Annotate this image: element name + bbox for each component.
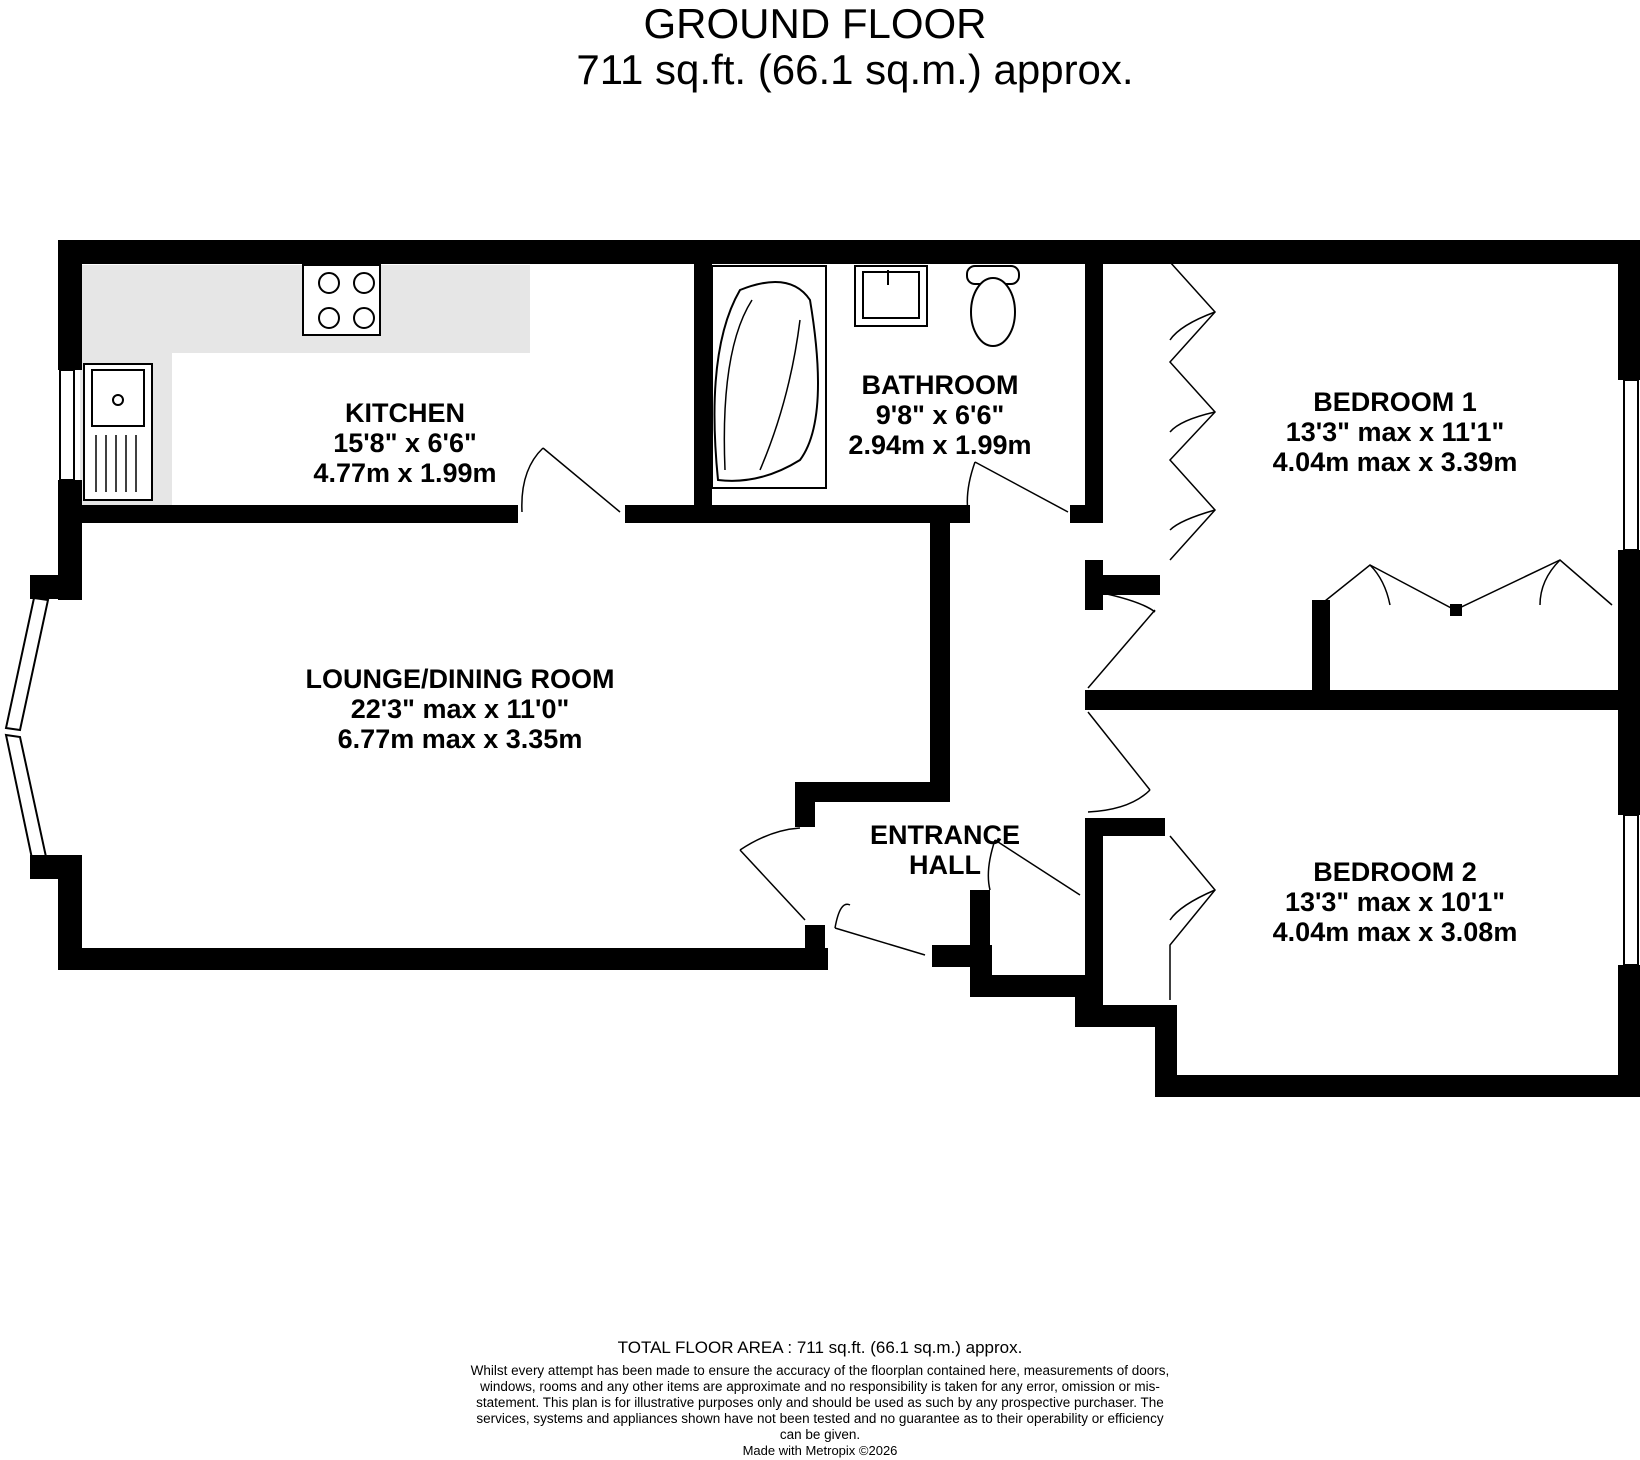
total-floor-area: TOTAL FLOOR AREA : 711 sq.ft. (66.1 sq.m… (617, 1338, 1023, 1357)
room-size-metric-kitchen: 4.77m x 1.99m (313, 458, 497, 488)
room-label-bedroom-1: BEDROOM 1 13'3" max x 11'1" 4.04m max x … (1235, 387, 1555, 477)
windows (59, 369, 1639, 966)
floor-area-subtitle: 711 sq.ft. (66.1 sq.m.) approx. (576, 46, 1134, 93)
room-label-lounge: LOUNGE/DINING ROOM 22'3" max x 11'0" 6.7… (270, 664, 650, 754)
floor-title: GROUND FLOOR (643, 0, 987, 47)
room-name-hall-line1: ENTRANCE (869, 820, 1020, 850)
credit-text: Made with Metropix ©2026 (742, 1443, 898, 1458)
room-name-hall-line2: HALL (909, 850, 981, 880)
toilet-icon (966, 265, 1020, 347)
sink-icon (83, 363, 153, 501)
room-size-imperial-kitchen: 15'8" x 6'6" (333, 428, 477, 458)
room-label-bedroom-2: BEDROOM 2 13'3" max x 10'1" 4.04m max x … (1235, 857, 1555, 947)
room-size-metric-lounge: 6.77m max x 3.35m (337, 724, 583, 754)
wardrobe-handle (1450, 604, 1462, 616)
bay-window (4, 596, 50, 870)
room-name-bedroom-2: BEDROOM 2 (1313, 857, 1477, 887)
room-size-imperial-bedroom-1: 13'3" max x 11'1" (1285, 417, 1505, 447)
disclaimer-text: Whilst every attempt has been made to en… (470, 1363, 1170, 1442)
hob-icon (302, 264, 381, 336)
room-name-bathroom: BATHROOM (861, 370, 1019, 400)
basin-icon (854, 265, 928, 327)
room-size-metric-bedroom-1: 4.04m max x 3.39m (1272, 447, 1518, 477)
room-name-kitchen: KITCHEN (345, 398, 465, 428)
room-size-imperial-bathroom: 9'8" x 6'6" (875, 400, 1005, 430)
room-size-imperial-bedroom-2: 13'3" max x 10'1" (1284, 887, 1506, 917)
room-size-imperial-lounge: 22'3" max x 11'0" (350, 694, 570, 724)
room-label-hall: ENTRANCE HALL (845, 820, 1045, 880)
walls (30, 240, 1640, 1097)
room-label-kitchen: KITCHEN 15'8" x 6'6" 4.77m x 1.99m (290, 398, 520, 488)
room-size-metric-bathroom: 2.94m x 1.99m (848, 430, 1032, 460)
bath-icon (711, 265, 827, 489)
room-size-metric-bedroom-2: 4.04m max x 3.08m (1272, 917, 1518, 947)
room-name-bedroom-1: BEDROOM 1 (1313, 387, 1477, 417)
room-name-lounge: LOUNGE/DINING ROOM (305, 664, 615, 694)
room-label-bathroom: BATHROOM 9'8" x 6'6" 2.94m x 1.99m (825, 370, 1055, 460)
